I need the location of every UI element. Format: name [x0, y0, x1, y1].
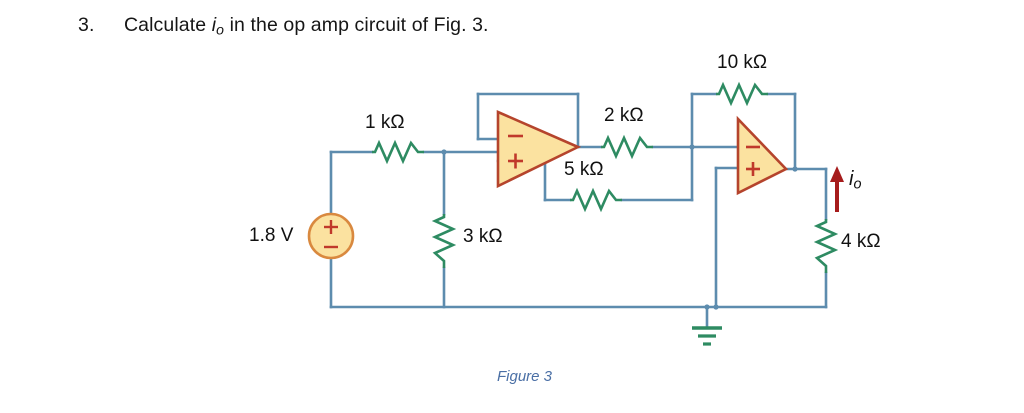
resistor-4k-symbol	[813, 219, 839, 273]
junction-ground	[704, 304, 710, 310]
current-symbol-inline: i	[211, 14, 217, 36]
problem-text-before: Calculate	[124, 14, 212, 36]
opamp-1	[496, 110, 582, 189]
resistor-4k-label: 4 kΩ	[841, 231, 881, 252]
resistor-1k-label: 1 kΩ	[365, 112, 405, 133]
resistor-2k-label: 2 kΩ	[604, 105, 644, 126]
current-arrow-head	[830, 166, 844, 182]
resistor-2k-symbol	[601, 134, 653, 160]
current-label-symbol: i	[849, 168, 854, 190]
resistor-5k-symbol	[570, 187, 622, 213]
resistor-3k-symbol	[431, 214, 457, 268]
junction-nodeB	[689, 144, 695, 150]
voltage-source	[307, 212, 355, 260]
resistor-5k-label: 5 kΩ	[564, 159, 604, 180]
problem-number: 3.	[78, 14, 95, 36]
current-arrow-io	[830, 166, 844, 212]
opamp-2-body	[736, 115, 789, 196]
junction-plus-ground	[713, 304, 719, 310]
resistor-3k-label: 3 kΩ	[463, 226, 503, 247]
current-label-io: io	[849, 168, 861, 193]
opamp-1-body	[496, 110, 582, 189]
resistor-symbols	[372, 81, 839, 273]
voltage-source-body	[307, 212, 355, 260]
figure-caption: Figure 3	[497, 368, 553, 385]
current-label-subscript: o	[853, 176, 862, 193]
current-subscript-inline: o	[216, 21, 225, 38]
wire-network	[329, 92, 828, 329]
problem-text-after: in the op amp circuit of Fig. 3.	[224, 14, 489, 36]
resistor-10k-symbol	[716, 81, 768, 107]
voltage-source-label: 1.8 V	[249, 225, 294, 246]
junction-nodeA-r3	[441, 149, 447, 155]
resistor-1k-symbol	[372, 139, 424, 165]
ground-symbol	[692, 326, 722, 346]
problem-statement: 3. Calculate io in the op amp circuit of …	[78, 14, 489, 38]
resistor-10k-label: 10 kΩ	[717, 52, 768, 73]
junction-output-node	[792, 166, 798, 172]
opamp-2	[736, 115, 789, 196]
